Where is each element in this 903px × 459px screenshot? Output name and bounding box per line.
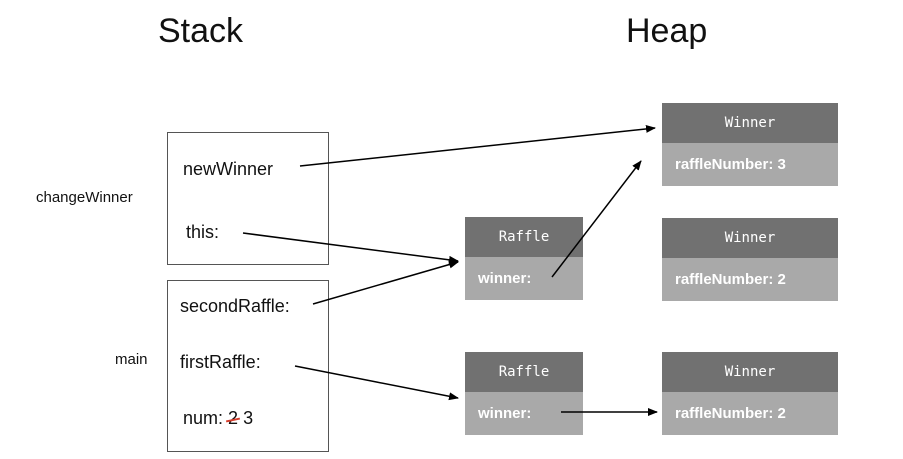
- frame-label-main: main: [115, 351, 148, 368]
- arrow-raffle-top-winner-to-winner-top: [551, 160, 642, 278]
- object-class-label: Raffle: [465, 217, 583, 257]
- var-firstraffle: firstRaffle:: [180, 352, 261, 372]
- num-label: num:: [183, 408, 224, 428]
- stack-title: Stack: [158, 12, 244, 50]
- var-num: num: 2 3: [183, 408, 253, 429]
- num-new-value: 3: [243, 408, 254, 428]
- winner-object-middle: Winner raffleNumber: 2: [662, 218, 838, 301]
- object-class-label: Raffle: [465, 352, 583, 392]
- arrow-this-to-raffle-top: [242, 232, 459, 264]
- object-field: raffleNumber: 2: [662, 258, 838, 301]
- object-class-label: Winner: [662, 218, 838, 258]
- object-field: raffleNumber: 3: [662, 143, 838, 186]
- frame-label-changewinner: changeWinner: [36, 189, 133, 206]
- object-field: winner:: [465, 257, 583, 300]
- var-secondraffle: secondRaffle:: [180, 296, 290, 316]
- raffle-object-top: Raffle winner:: [465, 217, 583, 300]
- object-class-label: Winner: [662, 352, 838, 392]
- var-newwinner: newWinner: [183, 159, 274, 179]
- object-class-label: Winner: [662, 103, 838, 143]
- arrow-newwinner-to-winner-top: [299, 124, 656, 167]
- raffle-object-bottom: Raffle winner:: [465, 352, 583, 435]
- stack-frame-changewinner: newWinner this:: [167, 132, 329, 265]
- var-this: this:: [186, 222, 220, 242]
- winner-object-top: Winner raffleNumber: 3: [662, 103, 838, 186]
- arrow-secondraffle-to-raffle-top: [312, 260, 459, 305]
- object-field: winner:: [465, 392, 583, 435]
- object-field: raffleNumber: 2: [662, 392, 838, 435]
- num-old-value: 2: [225, 408, 241, 428]
- winner-object-bottom: Winner raffleNumber: 2: [662, 352, 838, 435]
- heap-title: Heap: [626, 12, 708, 50]
- stack-frame-main: secondRaffle: firstRaffle: num: 2 3: [167, 280, 329, 452]
- arrow-firstraffle-to-raffle-bottom: [294, 365, 459, 401]
